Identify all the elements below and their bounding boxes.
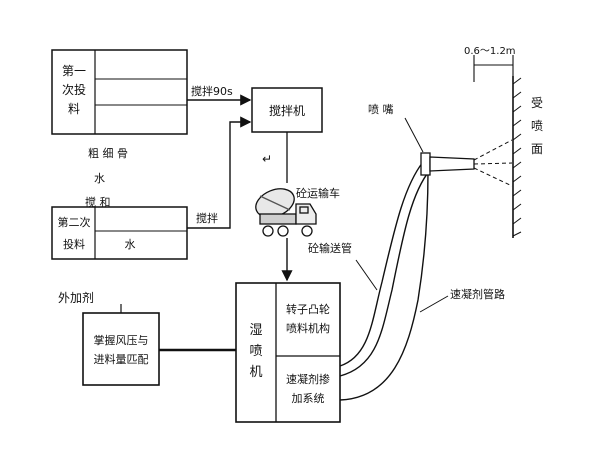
- distance-label: 0.6～1.2m: [464, 46, 516, 57]
- wet-sprayer-box: 湿 喷 机 转子凸轮 喷料机构 速凝剂掺 加系统: [235, 282, 341, 423]
- sprayed-surface: [512, 76, 522, 238]
- pipe-label-leader: [355, 259, 378, 291]
- nozzle-icon: [420, 152, 475, 176]
- accel-system-label-2: 加系统: [292, 392, 325, 405]
- surface-label-3: 面: [531, 142, 543, 156]
- rotor-label-1: 转子凸轮: [286, 302, 330, 316]
- second-batch-table: 第二次 投料 水: [51, 206, 188, 260]
- second-batch-label-2: 投料: [63, 237, 85, 251]
- concrete-pipe-outer: [339, 161, 424, 367]
- accelerator-label: 速凝剂管路: [450, 287, 505, 301]
- second-batch-water: 水: [125, 238, 136, 251]
- pressure-match-label-2: 进料量匹配: [94, 352, 149, 366]
- wet-sprayer-label-3: 机: [249, 365, 262, 380]
- surface-label-2: 喷: [531, 119, 543, 133]
- return-mark: ↵: [262, 152, 272, 166]
- mixer-truck-icon: [255, 188, 317, 237]
- arrow-second-to-mixer: [187, 116, 252, 229]
- accel-system-label-1: 速凝剂掺: [286, 372, 330, 386]
- pipe-label: 砼输送管: [308, 241, 352, 255]
- nozzle-label: 喷 嘴: [368, 103, 394, 116]
- first-batch-table: 第一 次投 料: [51, 49, 188, 135]
- nozzle-label-leader: [404, 117, 424, 153]
- truck-label: 砼运输车: [296, 186, 340, 200]
- rotor-label-2: 喷料机构: [286, 321, 330, 335]
- wet-sprayer-label-1: 湿: [249, 323, 262, 338]
- additive-label: 外加剂: [58, 290, 94, 305]
- ingredients-line-1: 粗 细 骨: [88, 147, 128, 160]
- pressure-match-box: [82, 312, 160, 386]
- pressure-match-label-1: 掌握风压与: [94, 333, 149, 347]
- mix-time-label: 搅拌90s: [191, 84, 233, 98]
- wet-sprayer-label-2: 喷: [249, 344, 262, 359]
- first-batch-label-1: 第一: [62, 64, 86, 78]
- first-batch-label-3: 料: [68, 102, 80, 116]
- accelerator-pipe: [339, 171, 429, 401]
- accelerator-label-leader: [419, 295, 449, 313]
- distance-dimension: [473, 55, 514, 82]
- concrete-pipe-inner: [339, 169, 431, 377]
- mix-step2-label: 搅拌: [196, 211, 218, 225]
- spray-fan: [473, 139, 513, 187]
- ingredients-line-2: 水: [94, 172, 105, 185]
- mixer-label: 搅拌机: [269, 103, 305, 118]
- first-batch-label-2: 次投: [62, 82, 86, 97]
- ingredients-line-3: 搅 和: [85, 195, 111, 209]
- second-batch-label-1: 第二次: [58, 215, 91, 229]
- surface-label-1: 受: [531, 96, 543, 110]
